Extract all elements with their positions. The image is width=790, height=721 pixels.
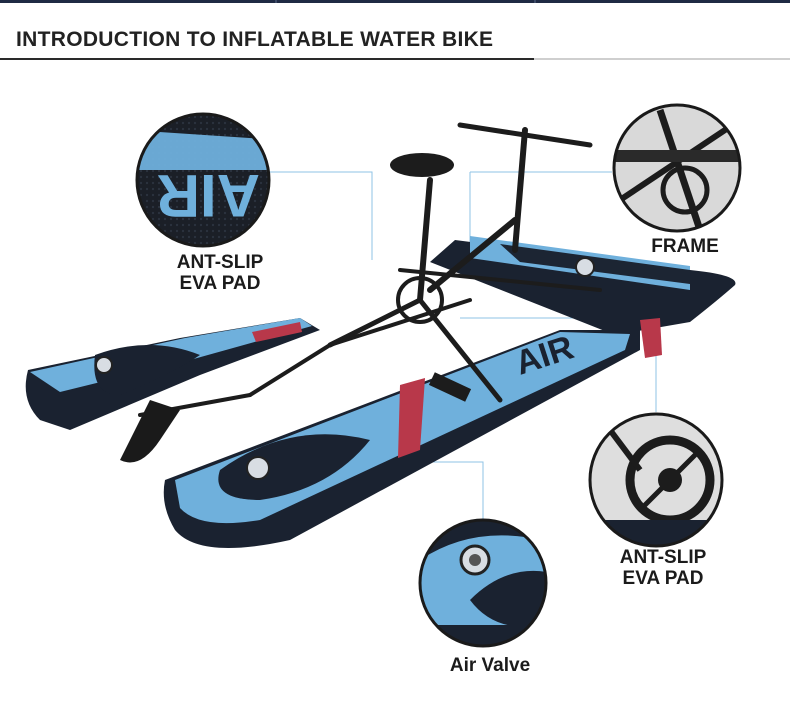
callout-circle-air-valve bbox=[418, 518, 548, 648]
callout-label-line: Air Valve bbox=[449, 655, 531, 676]
pedal-chainring bbox=[396, 276, 444, 324]
bike-seat bbox=[390, 153, 454, 177]
callout-label-line: FRAME bbox=[651, 236, 719, 257]
pontoon-left bbox=[25, 318, 320, 430]
title-underline bbox=[0, 58, 790, 60]
callout-circle-antislip-bottom bbox=[588, 412, 724, 548]
callout-air-text: AIR bbox=[157, 162, 260, 229]
page-title: INTRODUCTION TO INFLATABLE WATER BIKE bbox=[16, 28, 494, 51]
pontoon-front: AIR bbox=[163, 328, 640, 548]
callout-label-antislip-top: ANT-SLIP EVA PAD bbox=[150, 252, 290, 294]
callout-label-air-valve: Air Valve bbox=[430, 655, 550, 676]
callout-label-frame: FRAME bbox=[630, 236, 740, 257]
propeller-fin bbox=[120, 400, 180, 463]
callout-label-line: EVA PAD bbox=[622, 568, 704, 589]
callout-label-line: ANT-SLIP bbox=[176, 252, 264, 273]
callout-circle-antislip-top: AIR bbox=[135, 112, 271, 248]
callout-label-line: EVA PAD bbox=[179, 273, 261, 294]
top-accent-strip bbox=[0, 0, 790, 3]
callout-label-line: ANT-SLIP bbox=[619, 547, 707, 568]
pedal bbox=[428, 372, 472, 402]
callout-label-antislip-bottom: ANT-SLIP EVA PAD bbox=[593, 547, 733, 589]
callout-circle-frame bbox=[612, 103, 742, 233]
leader-line-antislip-top bbox=[270, 171, 373, 260]
